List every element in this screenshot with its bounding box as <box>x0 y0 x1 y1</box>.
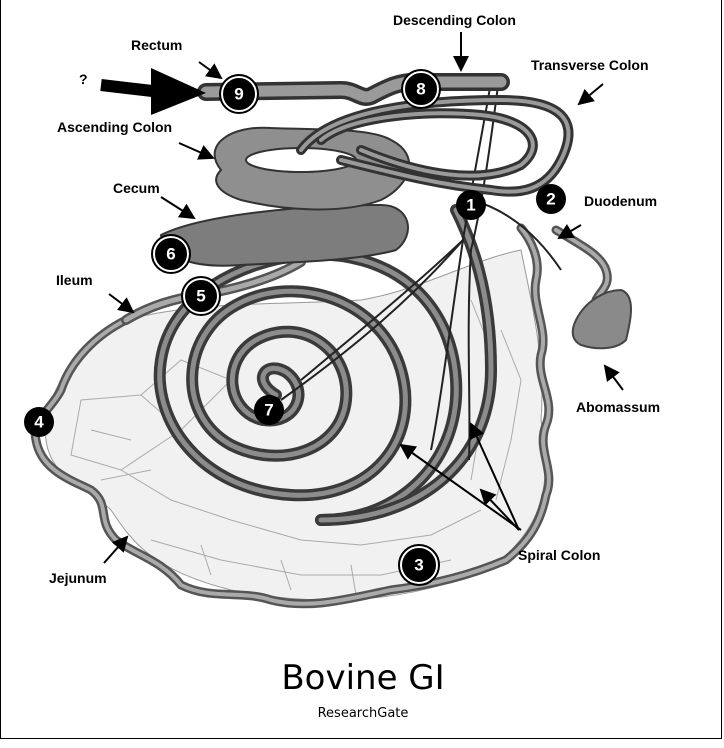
label-ascending-colon: Ascending Colon <box>57 119 172 135</box>
svg-text:3: 3 <box>414 556 423 575</box>
diagram-title: Bovine GI <box>281 658 445 698</box>
marker-5: 5 <box>181 276 221 316</box>
svg-text:9: 9 <box>234 85 243 104</box>
svg-text:5: 5 <box>196 287 205 306</box>
label-question: ? <box>79 71 88 87</box>
label-rectum: Rectum <box>131 37 182 53</box>
marker-4: 4 <box>24 407 54 437</box>
svg-text:1: 1 <box>466 196 475 215</box>
cecum <box>159 203 409 267</box>
vessels <box>280 77 562 461</box>
svg-text:8: 8 <box>416 80 425 99</box>
svg-text:6: 6 <box>166 245 175 264</box>
marker-2: 2 <box>536 184 566 214</box>
marker-7: 7 <box>254 395 284 425</box>
label-arrows <box>103 32 624 564</box>
marker-8: 8 <box>401 69 441 109</box>
diagram-source: ResearchGate <box>317 706 409 721</box>
svg-text:4: 4 <box>34 413 44 432</box>
marker-6: 6 <box>151 234 191 274</box>
duodenum-tube <box>551 225 612 305</box>
svg-text:2: 2 <box>546 190 555 209</box>
label-descending-colon: Descending Colon <box>393 12 516 28</box>
svg-text:7: 7 <box>264 401 273 420</box>
abomasum <box>571 288 632 350</box>
label-spiral-colon: Spiral Colon <box>518 547 600 563</box>
label-abomassum: Abomassum <box>576 399 660 415</box>
label-transverse-colon: Transverse Colon <box>531 57 649 73</box>
label-jejunum: Jejunum <box>49 570 107 586</box>
label-ileum: Ileum <box>56 272 93 288</box>
marker-1: 1 <box>456 190 486 220</box>
label-duodenum: Duodenum <box>584 193 657 209</box>
label-cecum: Cecum <box>113 180 160 196</box>
marker-3: 3 <box>398 544 440 586</box>
marker-9: 9 <box>219 74 259 114</box>
big-arrow-icon <box>100 68 206 115</box>
